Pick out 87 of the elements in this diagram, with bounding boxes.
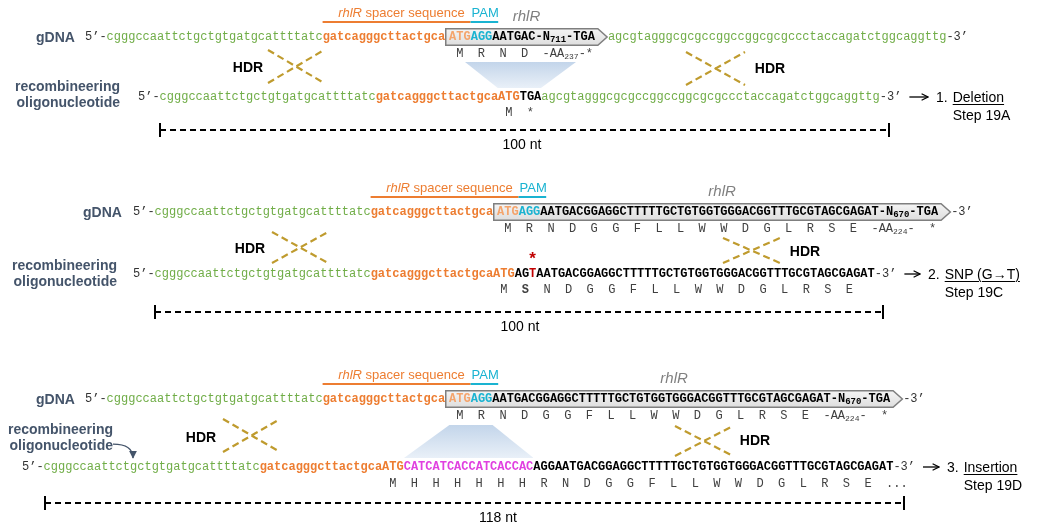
dna-sequence: cgggccaattctgctgtgatgcattttatc: [154, 204, 371, 221]
arrow: [903, 270, 921, 278]
pam-sequence: AGG: [470, 391, 493, 408]
dna-sequence: cgggccaattctgctgtgatgcattttatc: [43, 459, 260, 476]
annotation-label: rhlR spacer sequence: [338, 5, 465, 21]
strand-end-label: -3’: [879, 89, 902, 106]
strand-end-label: 5’-: [85, 391, 107, 408]
row-label: gDNA: [36, 28, 75, 46]
crossover-label: HDR: [789, 242, 821, 260]
crossover-label: HDR: [739, 431, 771, 449]
shaded-region: [403, 425, 534, 458]
annotation-label: rhlR spacer sequence: [338, 367, 465, 383]
outcome-heading: Deletion: [952, 88, 1006, 106]
row-label: gDNA: [83, 203, 122, 221]
dna-sequence: AATGAC-N$_{711}$-TGA: [492, 29, 595, 46]
gene-arrow-box: [445, 28, 608, 46]
outcome-heading: SNP (G→T): [944, 265, 1020, 283]
strand-end-label: -3’: [893, 459, 915, 476]
dna-sequence: gatcagggcttactgca: [322, 29, 446, 46]
row-label: recombineering oligonucleotide: [7, 421, 113, 453]
dna-sequence: agcgtagggcgcgccggccggcgcgccctaccagatctggcaggttg: [607, 29, 947, 46]
row-label: recombineering oligonucleotide: [11, 257, 117, 289]
dna-sequence: cgggccaattctgctgtgatgcattttatc: [106, 391, 323, 408]
row-label: recombineering oligonucleotide: [14, 78, 120, 110]
dna-sequence: cgggccaattctgctgtgatgcattttatc: [106, 29, 323, 46]
dimension-label: 118 nt: [479, 509, 517, 525]
dna-sequence: gatcagggcttactgcaATG: [259, 459, 404, 476]
crossover-label: HDR: [234, 239, 266, 257]
dna-sequence: TGA: [519, 89, 542, 106]
strand-end-label: -3’: [903, 391, 925, 408]
start-codon: ATG: [497, 204, 519, 221]
mutated-base: T: [529, 266, 537, 283]
list-number: 2.: [928, 265, 940, 283]
amino-acid-sequence: M R N D -AA$_{237}$-*: [456, 47, 594, 61]
annotation-label: rhlR spacer sequence: [386, 180, 513, 196]
arrow: [922, 463, 940, 471]
gene-name-label: rhlR: [660, 370, 688, 386]
list-number: 3.: [947, 458, 959, 476]
strand-end-label: -3’: [951, 204, 973, 221]
protocol-step: Step 19C: [944, 283, 1020, 301]
strand-end-label: 5’-: [133, 266, 155, 283]
dna-sequence: gatcagggcttactgca: [322, 391, 446, 408]
pam-sequence: AGG: [470, 29, 493, 46]
crossover-label: HDR: [754, 59, 786, 77]
inserted-sequence: CATCATCACCATCACCAC: [403, 459, 534, 476]
shaded-region: [465, 62, 577, 88]
outcome-heading: Insertion: [963, 458, 1019, 476]
dna-sequence: gatcagggcttactgca: [370, 204, 494, 221]
dna-sequence: AG: [514, 266, 530, 283]
dimension-label: 100 nt: [500, 318, 540, 334]
pam-sequence: AGG: [518, 204, 541, 221]
annotation-label: PAM: [471, 5, 499, 21]
crossover-label: HDR: [185, 428, 217, 446]
strand-end-label: 5’-: [85, 29, 107, 46]
amino-acid-sequence: M *: [505, 106, 534, 120]
strand-end-label: 5’-: [138, 89, 160, 106]
strand-end-label: 5’-: [133, 204, 155, 221]
annotation-label: PAM: [519, 180, 547, 196]
list-number: 1.: [936, 88, 948, 106]
dna-sequence: cgggccaattctgctgtgatgcattttatc: [154, 266, 371, 283]
dna-sequence: AATGACGGAGGCTTTTTGCTGTGGTGGGACGGTTTGCGTAGCGAGAT-N$_{670}$-TGA: [540, 204, 939, 221]
start-codon: ATG: [449, 29, 471, 46]
dna-sequence: AGGAATGACGGAGGCTTTTTGCTGTGGTGGGACGGTTTGCGTAGCGAGAT: [533, 459, 894, 476]
gene-name-label: rhlR: [512, 8, 541, 24]
strand-end-label: -3’: [874, 266, 897, 283]
strand-end-label: -3’: [946, 29, 968, 46]
start-codon: ATG: [449, 391, 471, 408]
gene-name-label: rhlR: [708, 183, 736, 199]
mutation-marker: *: [529, 252, 536, 266]
arrow: [908, 93, 929, 101]
annotation-label: PAM: [471, 367, 499, 383]
dimension-label: 100 nt: [502, 136, 542, 152]
dna-sequence: gatcagggcttactgcaATG: [375, 89, 520, 106]
arrow: [112, 443, 137, 459]
dna-sequence: cgggccaattctgctgtgatgcattttatc: [159, 89, 376, 106]
strand-end-label: 5’-: [22, 459, 44, 476]
protocol-step: Step 19A: [952, 106, 1011, 124]
protocol-step: Step 19D: [963, 476, 1023, 494]
dna-sequence: agcgtagggcgcgccggccggcgcgccctaccagatctggcaggttg: [541, 89, 880, 106]
amino-acid-sequence: M R N D G G F L L W W D G L R S E -AA$_{224}$- *: [456, 409, 889, 423]
amino-acid-sequence: M S N D G G F L L W W D G L R S E: [500, 283, 854, 297]
amino-acid-sequence: M H H H H H H R N D G G F L L W W D G L R S E ...: [389, 477, 908, 491]
dna-sequence: AATGACGGAGGCTTTTTGCTGTGGTGGGACGGTTTGCGTAGCGAGAT: [536, 266, 875, 283]
row-label: gDNA: [36, 390, 75, 408]
dna-sequence: AATGACGGAGGCTTTTTGCTGTGGTGGGACGGTTTGCGTAGCGAGAT-N$_{670}$-TGA: [492, 391, 891, 408]
crossover-label: HDR: [232, 58, 264, 76]
dna-sequence: gatcagggcttactgcaATG: [370, 266, 515, 283]
